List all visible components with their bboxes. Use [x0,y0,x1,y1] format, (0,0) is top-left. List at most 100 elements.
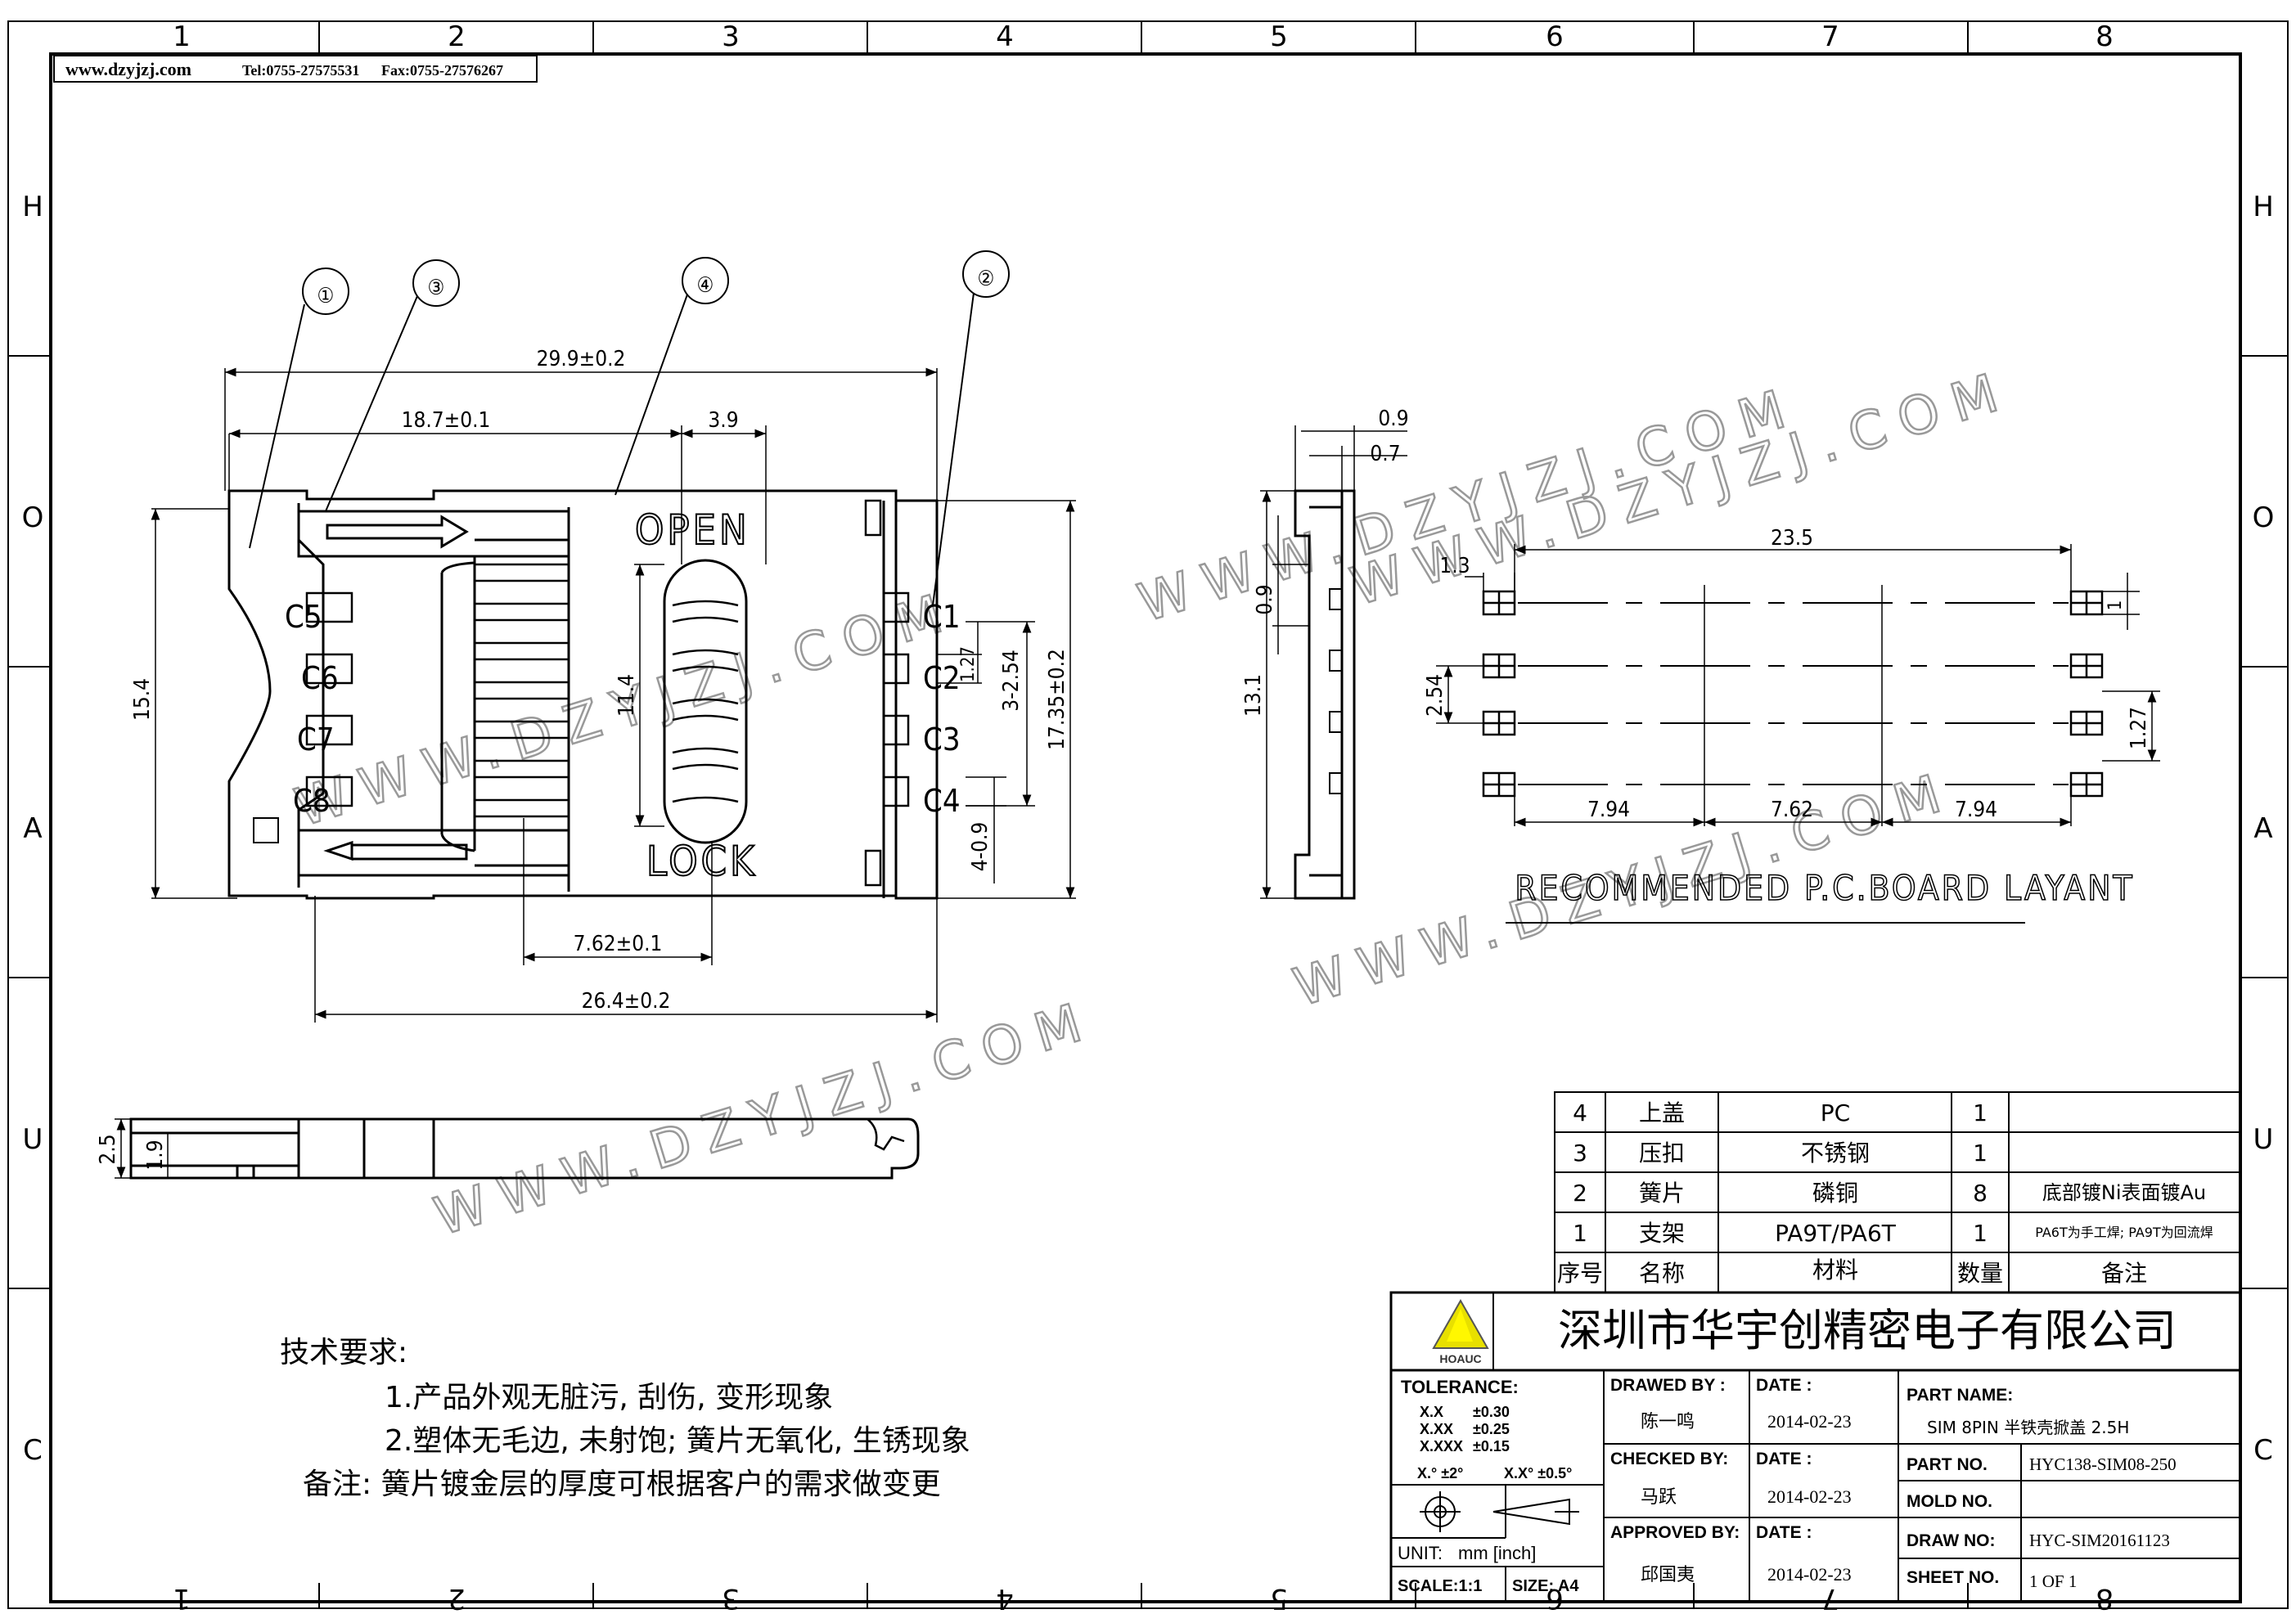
top-view-labels: OPEN LOCK C5 C6 C7 C8 C1 C2 C3 C4 [285,506,961,886]
notes-remark: 备注: 簧片镀金层的厚度可根据客户的需求做变更 [303,1468,941,1501]
tol-val: ±0.15 [1473,1438,1510,1454]
dim-text: 15.4 [130,678,155,721]
dim-text: 1.9 [143,1140,168,1170]
zone-bottom: 5 [1270,1582,1288,1615]
pcb-dims [1436,544,2160,924]
checked-by-label: CHECKED BY: [1610,1450,1728,1468]
dim-text: 7.62 [1771,798,1813,822]
bom-header: 备注 [2101,1260,2147,1287]
bom-header: 名称 [1639,1260,1685,1287]
bom-table: 4 上盖 PC 1 3 压扣 不锈钢 1 2 簧片 磷铜 8 底部镀Ni表面镀A… [1557,1099,2213,1287]
dim-text: 3.9 [708,408,738,433]
dim-text: 11.4 [615,674,639,717]
pin-label: C7 [297,722,335,758]
logo: HOAUC [1432,1298,1489,1365]
pin-label: C4 [923,783,961,819]
bom-row: 3 压扣 不锈钢 1 [1573,1140,1988,1167]
zone-left: O [22,501,44,534]
zone-left: H [22,191,43,223]
note-item: 1.产品外观无脏污, 刮伤, 变形现象 [385,1381,833,1414]
date-label: DATE : [1756,1523,1812,1542]
zone-left: C [23,1434,43,1467]
dim-text: 7.62±0.1 [574,932,663,956]
part-no-label: PART NO. [1907,1455,1988,1474]
dim-text: 0.9 [1378,407,1408,431]
pin-label: C1 [923,599,961,635]
approval-block: DRAWED BY : 陈一鸣 CHECKED BY: 马跃 APPROVED … [1610,1376,1852,1585]
zone-left: A [23,812,42,845]
mold-no-label: MOLD NO. [1907,1492,1992,1511]
date-3: 2014-02-23 [1767,1564,1852,1585]
zone-bottom: 8 [2096,1582,2114,1615]
tol-key: X.XX [1420,1421,1453,1437]
callout-1: ① [317,284,335,308]
zone-labels: 1 2 3 4 5 6 7 8 1 2 3 4 5 6 7 8 H O A U … [22,20,2275,1615]
pin-label: C2 [923,660,961,696]
dim-text: 1.27 [958,646,979,682]
bom-material: 不锈钢 [1801,1140,1870,1167]
approved-by: 邱国夷 [1641,1565,1695,1585]
part-no: HYC138-SIM08-250 [2029,1454,2177,1474]
projection-symbol [1420,1491,1579,1532]
watermark-group: WWW.DZYJZJ.COM WWW.DZYJZJ.COM WWW.DZYJZJ… [288,358,2020,1249]
zone-right: C [2253,1434,2273,1467]
drawn-by: 陈一鸣 [1641,1412,1695,1432]
unit-value: mm [inch] [1458,1543,1536,1563]
bom-name: 上盖 [1639,1099,1685,1126]
header-contact: www.dzyjzj.com Tel:0755-27575531 Fax:075… [53,55,538,83]
top-view-dims [151,367,1076,1023]
bom-row: 4 上盖 PC 1 [1573,1099,1988,1126]
side-view-dims [1260,425,1407,899]
dim-text: 13.1 [1241,674,1266,717]
zone-right: O [2253,501,2275,534]
dim-text: 7.94 [1587,798,1630,822]
bom-qty: 1 [1973,1099,1988,1126]
size-text: SIZE: A4 [1512,1577,1579,1595]
bom-material: PA9T/PA6T [1775,1220,1897,1247]
scale-text: SCALE:1:1 [1398,1577,1482,1595]
pin-label: C6 [301,660,339,696]
bom-no: 2 [1573,1180,1587,1207]
zone-right: U [2253,1123,2274,1156]
dim-text: 23.5 [1771,526,1813,551]
lock-label: LOCK [646,838,758,885]
draw-no-label: DRAW NO: [1907,1531,1996,1550]
bom-name: 簧片 [1639,1180,1685,1207]
sheet-no: 1 OF 1 [2029,1571,2077,1591]
bom-name: 压扣 [1639,1140,1685,1167]
zone-bottom: 1 [173,1582,191,1615]
zone-top: 1 [173,20,191,53]
dim-text: 0.7 [1370,442,1400,466]
pcb-caption: RECOMMENDED P.C.BOARD LAYANT [1515,868,2134,908]
pcb-layout [1482,585,2104,810]
zone-top: 8 [2096,20,2114,53]
callout-4: ④ [697,273,714,298]
company-name: 深圳市华宇创精密电子有限公司 [1558,1305,2177,1356]
top-view [227,489,939,900]
bom-header: 材料 [1812,1257,1858,1284]
slide-arrows [323,515,469,861]
dim-text: 7.94 [1955,798,1997,822]
dim-text: 2.54 [1423,674,1447,717]
website-text: www.dzyjzj.com [65,59,191,79]
zone-bottom: 4 [996,1582,1014,1615]
bom-material: 磷铜 [1812,1180,1858,1207]
part-name: SIM 8PIN 半铁壳掀盖 2.5H [1927,1418,2129,1437]
logo-text: HOAUC [1439,1352,1481,1365]
zone-top: 5 [1270,20,1288,53]
dim-text: 2.5 [96,1134,120,1164]
bom-table-lines [1554,1091,2241,1293]
bom-name: 支架 [1639,1220,1685,1247]
zone-top: 3 [722,20,740,53]
dim-text: 17.35±0.2 [1045,649,1069,750]
dim-text: 1 [2105,600,2126,611]
pin-label: C8 [293,783,331,819]
housing-outline [227,489,939,900]
zone-right: A [2253,812,2272,845]
tol-key: X.XXX [1420,1438,1463,1454]
front-view-dims [115,1118,184,1179]
dim-text: 1.3 [1439,554,1470,578]
tol-val: ±0.25 [1473,1421,1510,1437]
note-item: 2.塑体无毛边, 未射饱; 簧片无氧化, 生锈现象 [385,1424,970,1458]
tolerance-block: TOLERANCE: X.X ±0.30 X.XX ±0.25 X.XXX ±0… [1401,1377,1572,1481]
